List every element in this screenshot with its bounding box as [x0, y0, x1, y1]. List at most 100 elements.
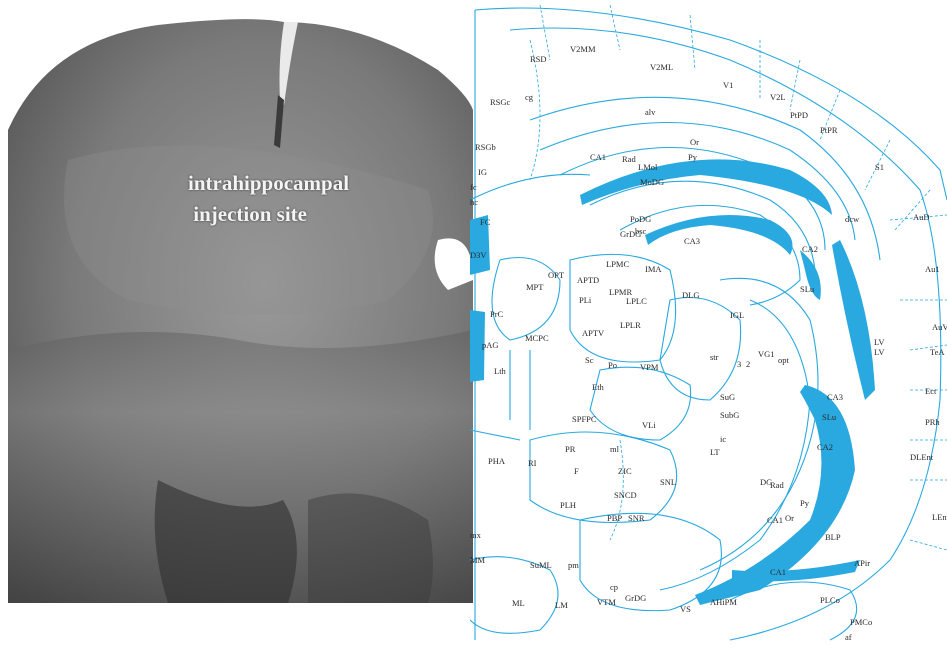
atlas-label-blp: BLP	[825, 532, 841, 542]
atlas-label-prh: PRh	[925, 417, 940, 427]
atlas-label-d3v: D3V	[470, 250, 487, 260]
atlas-label-lplr: LPLR	[620, 320, 641, 330]
atlas-label-pha: PHA	[488, 456, 506, 466]
atlas-label-pmco: PMCo	[850, 617, 872, 627]
atlas-label-modg: MoDG	[640, 177, 664, 187]
atlas-label-dcw: dcw	[845, 214, 860, 224]
atlas-label-2: 2	[746, 359, 750, 369]
atlas-label-alv: alv	[645, 107, 656, 117]
atlas-outline-svg: RSD V2MM V2ML V1V2L PtPD PtPR S1AuD Au1AuV TeA Ec…	[470, 0, 947, 643]
atlas-label-dlg: DLG	[682, 290, 699, 300]
atlas-label-vli: VLi	[642, 420, 656, 430]
atlas-label-slu: SLu	[822, 412, 837, 422]
atlas-label-rsgb: RSGb	[475, 142, 496, 152]
atlas-label-vs: VS	[680, 604, 691, 614]
atlas-label-rad: Rad	[622, 154, 636, 164]
atlas-label-py: Py	[800, 498, 810, 508]
atlas-label-3: 3	[737, 359, 741, 369]
atlas-label-pbp: PBP	[607, 513, 622, 523]
atlas-label-str: str	[710, 352, 719, 362]
atlas-label-aptd: APTD	[577, 275, 599, 285]
label-line-2: injection site	[188, 202, 307, 226]
atlas-label-au1: Au1	[925, 264, 940, 274]
atlas-label-ca2: CA2	[817, 442, 833, 452]
atlas-label-or: Or	[690, 137, 699, 147]
atlas-label-spfpc: SPFPC	[572, 414, 597, 424]
atlas-label-py: Py	[688, 152, 698, 162]
atlas-label-v2mm: V2MM	[570, 44, 596, 54]
atlas-label-vtm: VTM	[597, 597, 616, 607]
atlas-label-v2ml: V2ML	[650, 62, 673, 72]
atlas-label-ca3: CA3	[684, 236, 700, 246]
atlas-label-prc: PrC	[490, 309, 504, 319]
atlas-label-tea: TeA	[930, 347, 945, 357]
atlas-label-mx: mx	[470, 530, 482, 540]
atlas-label-sug: SuG	[720, 392, 735, 402]
atlas-label-apir: APir	[854, 558, 870, 568]
atlas-label-pr: PR	[565, 444, 576, 454]
atlas-label-auv: AuV	[932, 322, 947, 332]
atlas-label-ca1: CA1	[590, 152, 606, 162]
atlas-label-zic: ZIC	[618, 466, 632, 476]
atlas-label-ect: Ect	[925, 386, 937, 396]
atlas-label-hc: hc	[470, 197, 478, 207]
atlas-label-sncd: SNCD	[614, 490, 637, 500]
atlas-label-ml: ml	[610, 444, 620, 454]
atlas-label-opt: opt	[778, 355, 790, 365]
atlas-label-lm: LM	[555, 600, 568, 610]
atlas-label-lth: Lth	[494, 366, 507, 376]
atlas-label-ptpd: PtPD	[790, 110, 808, 120]
atlas-label-mcpc: MCPC	[525, 333, 549, 343]
atlas-label-sc: Sc	[585, 355, 594, 365]
atlas-label-po: Po	[608, 360, 617, 370]
atlas-label-vg1: VG1	[758, 349, 775, 359]
atlas-label-fc: FC	[480, 217, 491, 227]
atlas-label-lv: LV	[874, 347, 885, 357]
atlas-label-cg: cg	[525, 92, 534, 102]
atlas-label-ima: IMA	[645, 264, 662, 274]
brain-section-photo: intrahippocampal injection site	[8, 0, 473, 603]
atlas-label-ptpr: PtPR	[820, 125, 838, 135]
atlas-label-suml: SuML	[530, 560, 552, 570]
atlas-label-slu: SLu	[800, 284, 815, 294]
atlas-label-v1: V1	[723, 80, 733, 90]
atlas-label-or: Or	[785, 513, 794, 523]
atlas-label-grdg: GrDG	[625, 593, 646, 603]
atlas-label-opt: OPT	[548, 270, 565, 280]
atlas-label-v2l: V2L	[770, 92, 786, 102]
brain-atlas-diagram: RSD V2MM V2ML V1V2L PtPD PtPR S1AuD Au1AuV TeA Ec…	[470, 0, 947, 643]
atlas-label-cp: cp	[610, 582, 618, 592]
atlas-label-ca1: CA1	[767, 515, 783, 525]
atlas-label-bsc: bsc	[635, 226, 647, 236]
atlas-label-fc: fc	[470, 182, 477, 192]
atlas-label-ca3: CA3	[827, 392, 843, 402]
atlas-label-pag: pAG	[482, 340, 499, 350]
injection-site-label: intrahippocampal injection site	[188, 168, 349, 230]
atlas-label-vpm: VPM	[640, 362, 659, 372]
atlas-label-snl: SNL	[660, 477, 676, 487]
atlas-label-f: F	[574, 466, 579, 476]
atlas-label-lv: LV	[874, 337, 885, 347]
atlas-label-s1: S1	[875, 162, 884, 172]
atlas-label-snr: SNR	[628, 513, 645, 523]
atlas-label-aud: AuD	[913, 212, 930, 222]
atlas-label-rsgc: RSGc	[490, 97, 511, 107]
atlas-label-ml: ML	[512, 598, 525, 608]
atlas-label-lplc: LPLC	[626, 296, 647, 306]
atlas-label-igl: IGL	[730, 310, 744, 320]
atlas-label-ig: IG	[478, 167, 487, 177]
atlas-label-lpmc: LPMC	[606, 259, 629, 269]
label-line-1: intrahippocampal	[188, 171, 349, 195]
atlas-label-subg: SubG	[720, 410, 739, 420]
atlas-label-pm: pm	[568, 560, 579, 570]
brain-slice-image	[8, 0, 473, 603]
atlas-label-mpt: MPT	[526, 282, 544, 292]
atlas-label-lt: LT	[710, 447, 720, 457]
atlas-label-aptv: APTV	[582, 328, 605, 338]
atlas-label-rsd: RSD	[530, 54, 547, 64]
atlas-label-af: af	[845, 632, 852, 642]
atlas-label-ca2: CA2	[802, 244, 818, 254]
atlas-label-dg: DG	[760, 477, 772, 487]
atlas-label-ri: RI	[528, 458, 537, 468]
atlas-label-eth: Eth	[592, 382, 605, 392]
